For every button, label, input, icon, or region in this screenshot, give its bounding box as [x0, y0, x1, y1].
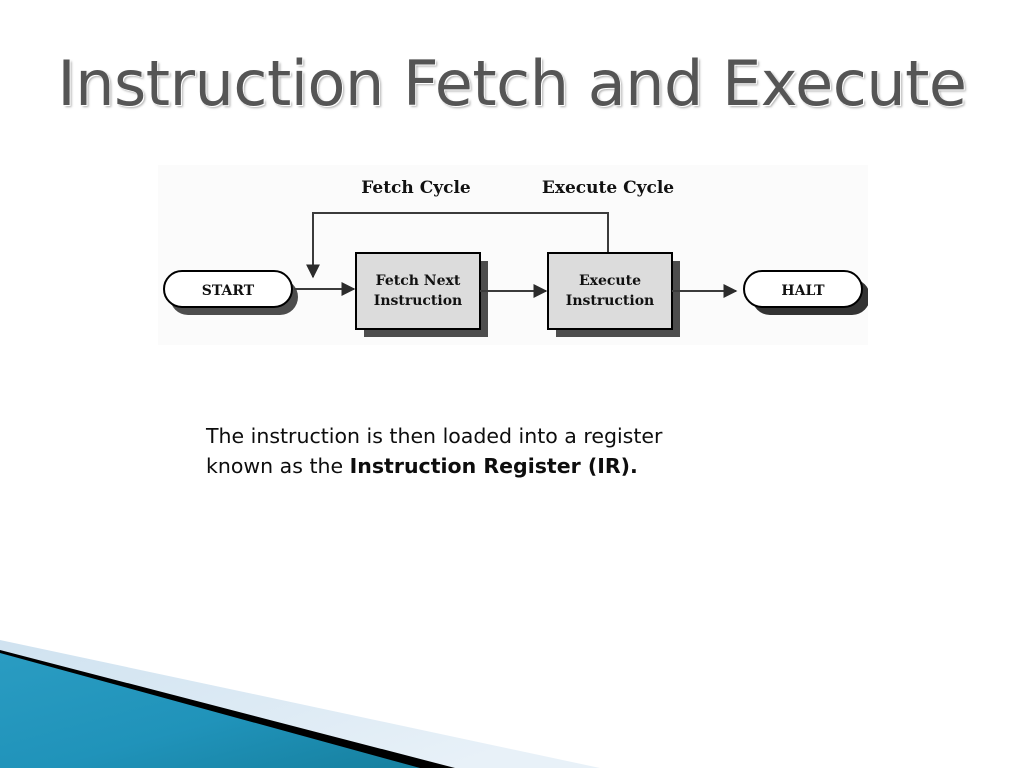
fetch-box-shape — [355, 252, 481, 330]
execute-box-label-line2: Instruction — [566, 293, 654, 309]
page-title: Instruction Fetch and Execute — [57, 47, 967, 120]
body-text-line2-bold: Instruction Register (IR). — [349, 454, 638, 478]
process-box-fetch: Fetch Next Instruction — [355, 252, 488, 337]
corner-decoration — [0, 640, 600, 768]
diagram-canvas: Fetch Cycle Execute Cycle START Fetch Ne… — [163, 178, 868, 337]
process-box-execute: Execute Instruction — [547, 252, 680, 337]
body-text-line1: The instruction is then loaded into a re… — [206, 424, 663, 448]
terminator-start-label: START — [202, 283, 255, 299]
decoration-black-stripe — [0, 650, 455, 768]
fetch-box-label-line2: Instruction — [374, 293, 462, 309]
halt-shape — [743, 270, 863, 308]
label-execute-cycle: Execute Cycle — [542, 178, 674, 198]
terminator-halt-label: HALT — [781, 283, 825, 299]
terminator-start: START — [163, 270, 298, 315]
execute-box-label-line1: Execute — [579, 273, 641, 289]
start-shape — [163, 270, 293, 308]
feedback-loop-connector — [306, 212, 609, 279]
decoration-pale-blue-wedge — [0, 640, 600, 768]
instruction-cycle-diagram: Fetch Cycle Execute Cycle START Fetch Ne… — [158, 165, 868, 345]
decoration-teal-wedge — [0, 653, 420, 768]
label-fetch-cycle: Fetch Cycle — [361, 178, 471, 198]
terminator-halt: HALT — [743, 270, 868, 315]
execute-box-shape — [547, 252, 673, 330]
fetch-box-label-line1: Fetch Next — [376, 273, 461, 289]
body-text-block: The instruction is then loaded into a re… — [206, 421, 826, 481]
body-text-line2-prefix: known as the — [206, 454, 350, 478]
